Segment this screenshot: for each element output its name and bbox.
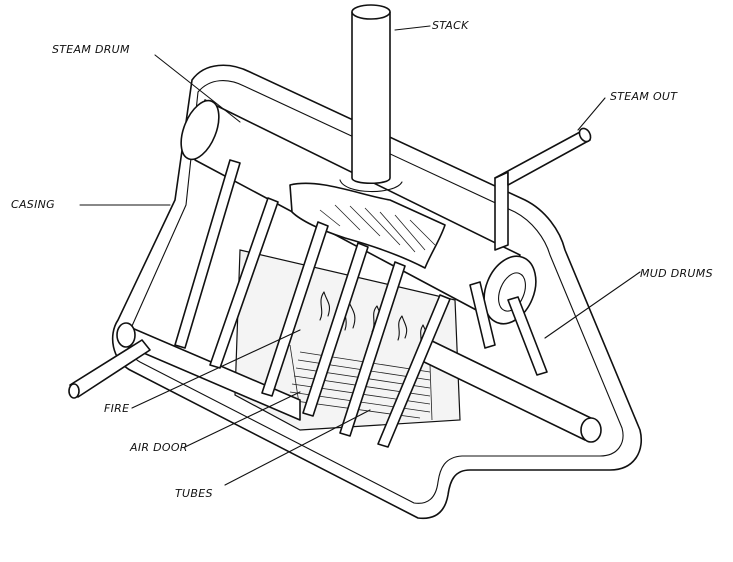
stack <box>339 4 403 193</box>
label-steam-out: STEAM OUT <box>610 90 678 103</box>
tubes <box>174 159 548 448</box>
label-casing: CASING <box>11 198 55 211</box>
mud-drum-left <box>68 322 301 421</box>
label-fire: FIRE <box>104 402 130 415</box>
steam-out-pipe <box>494 127 592 251</box>
label-tubes: TUBES <box>175 487 213 500</box>
mud-drum-right <box>419 339 602 443</box>
label-mud-drums: MUD DRUMS <box>640 267 713 280</box>
label-steam-drum: STEAM DRUM <box>52 43 130 56</box>
label-stack: STACK <box>432 19 469 32</box>
casing-inner-rim <box>126 80 624 504</box>
label-air-door: AIR DOOR <box>130 441 188 454</box>
leader-lines <box>79 25 641 486</box>
steam-drum <box>180 99 537 325</box>
